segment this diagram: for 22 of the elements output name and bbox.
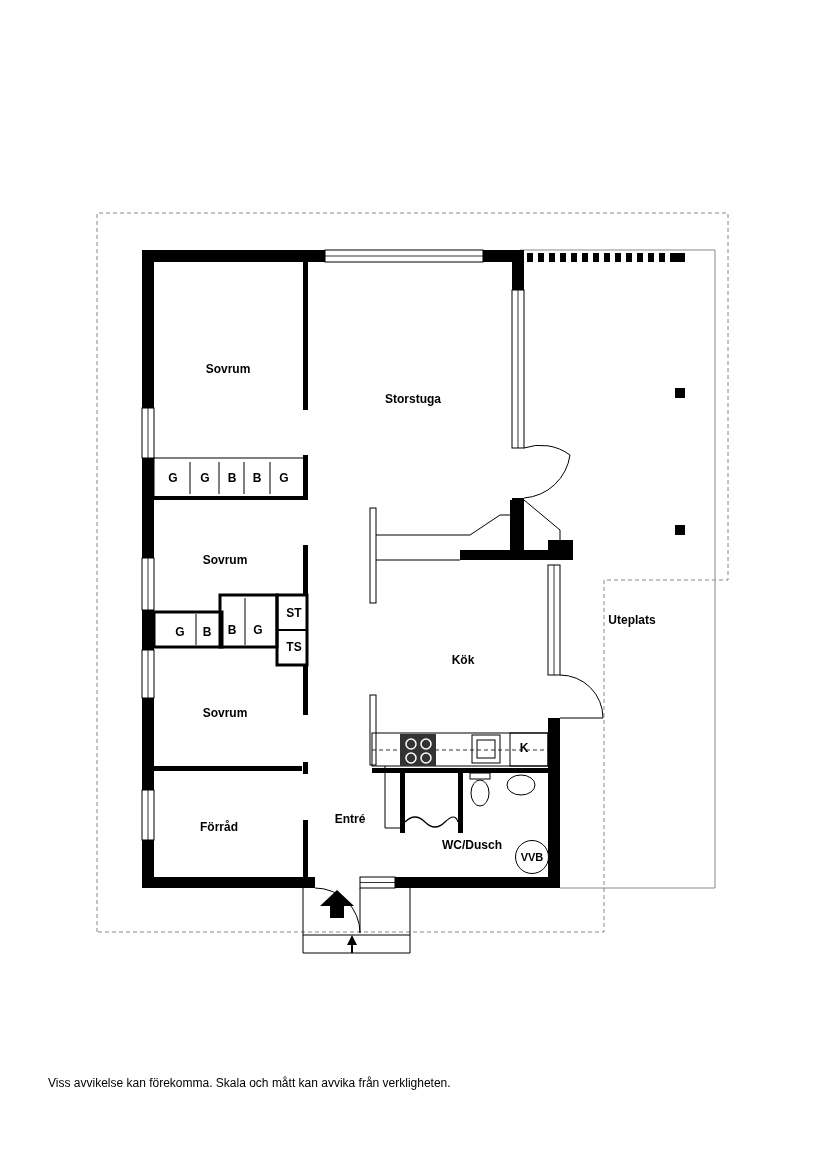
room-label: Uteplats bbox=[608, 614, 656, 626]
room-label: Sovrum bbox=[202, 707, 248, 719]
closet-label: G bbox=[279, 472, 289, 484]
room-label: Storstuga bbox=[385, 393, 441, 405]
closet-label: B bbox=[227, 472, 237, 484]
room-label: Kök bbox=[451, 654, 475, 666]
room-label: Sovrum bbox=[205, 363, 251, 375]
closet-label: G bbox=[253, 624, 263, 636]
closet-label: B bbox=[227, 624, 237, 636]
closet-label: G bbox=[168, 472, 178, 484]
closet-label: ST bbox=[286, 607, 302, 619]
closet-label: TS bbox=[286, 641, 302, 653]
closet-label: B bbox=[252, 472, 262, 484]
closet-label: G bbox=[200, 472, 210, 484]
closet-label: B bbox=[202, 626, 212, 638]
appliance-label: K bbox=[519, 742, 529, 754]
room-label: Sovrum bbox=[202, 554, 248, 566]
room-label: WC/Dusch bbox=[442, 839, 502, 851]
disclaimer-note: Viss avvikelse kan förekomma. Skala och mått kan avvika från verkligheten. bbox=[48, 1075, 451, 1092]
closet-label: G bbox=[175, 626, 185, 638]
room-label: Förråd bbox=[200, 821, 238, 833]
room-label: Entré bbox=[334, 813, 366, 825]
